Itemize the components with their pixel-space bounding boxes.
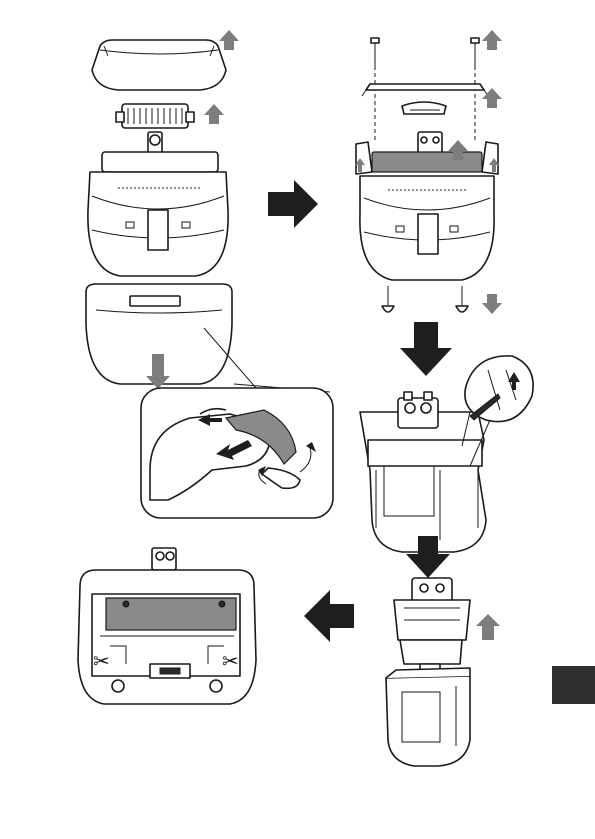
scissors-icon: ✂ — [222, 649, 239, 673]
cutter-block — [116, 104, 194, 128]
big-arrow-right-icon — [268, 180, 318, 228]
metal-frame — [362, 84, 488, 96]
hand-detail-callout — [141, 388, 333, 518]
arrow-up-icon — [219, 30, 239, 50]
arrow-down-icon — [482, 294, 502, 314]
battery-pack — [106, 598, 236, 630]
foil-cap — [92, 40, 226, 90]
step-4-motor-unit — [386, 578, 500, 766]
arrow-up-icon — [204, 104, 224, 124]
motor-housing — [360, 412, 486, 552]
arrow-up-icon — [482, 30, 502, 50]
step-5-battery-removal: ✂ ✂ — [78, 548, 256, 704]
scissors-icon: ✂ — [93, 649, 110, 673]
big-arrow-left-icon — [304, 590, 354, 642]
shaver-body — [88, 132, 228, 276]
step-3-pry-cover — [360, 356, 533, 552]
page-tab — [552, 666, 595, 704]
motor-unit — [394, 578, 470, 678]
bottom-screws — [382, 286, 468, 312]
open-body — [356, 132, 498, 280]
step-1-head-removal — [86, 30, 333, 518]
arrow-up-icon — [476, 614, 500, 640]
step-2-screws-frame — [355, 30, 502, 314]
motor-top-gears — [398, 392, 438, 428]
big-arrow-down-icon — [400, 322, 452, 376]
empty-case — [386, 668, 470, 766]
top-screws — [371, 38, 479, 66]
